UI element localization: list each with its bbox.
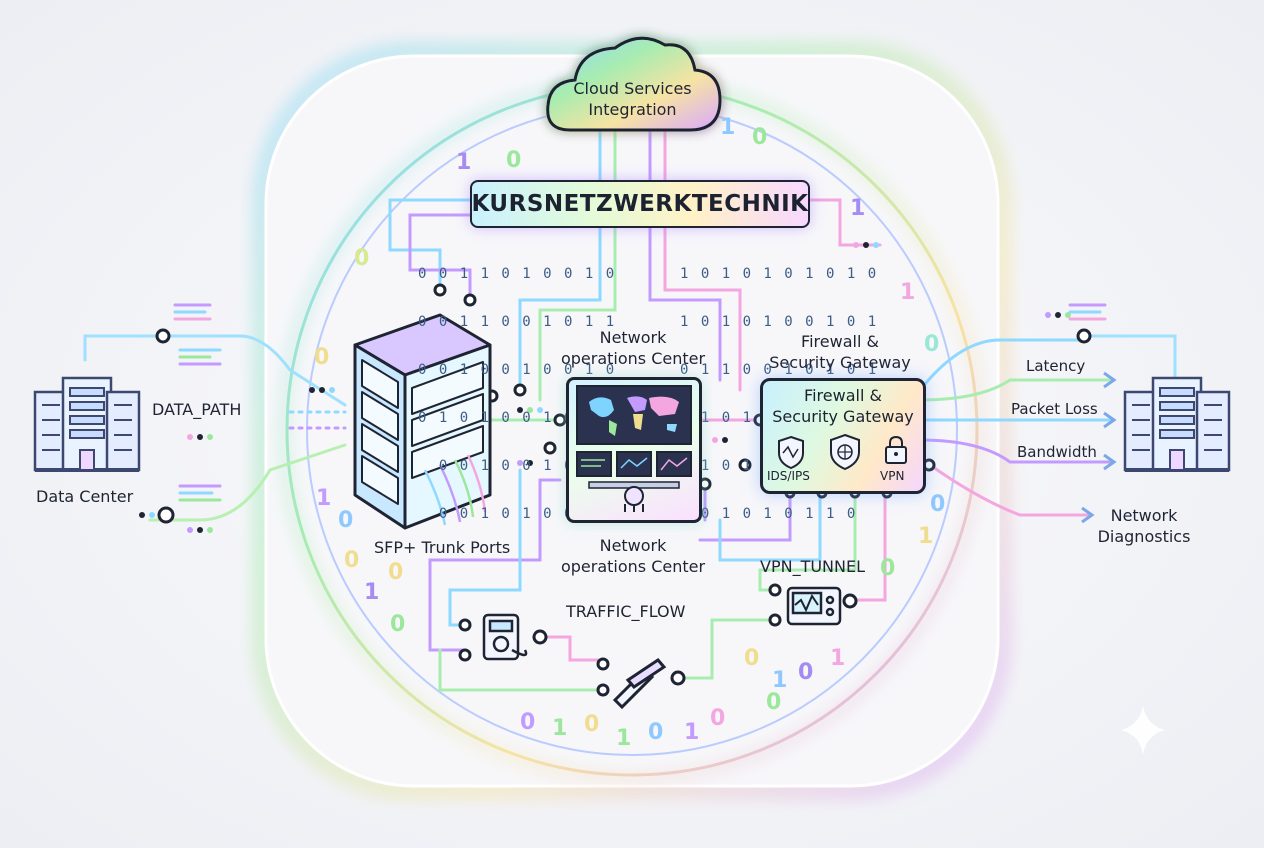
bit-1: 1 bbox=[616, 726, 632, 751]
bit-1: 1 bbox=[316, 486, 332, 511]
bandwidth-label: Bandwidth bbox=[1017, 443, 1097, 461]
security-icons bbox=[778, 433, 907, 471]
firewall-inner-title: Firewall & Security Gateway bbox=[763, 385, 923, 427]
firewall-inner-line: Security Gateway bbox=[772, 407, 914, 426]
noc-label-line: operations Center bbox=[560, 557, 706, 576]
binary-row: 0 0 1 0 0 1 0 0 1 0 bbox=[418, 362, 617, 378]
noc-top-label: Network operations Center bbox=[548, 327, 718, 369]
noc-bottom-label: Network operations Center bbox=[548, 535, 718, 577]
noc-label-line: Network bbox=[599, 536, 667, 555]
bit-0: 0 bbox=[390, 612, 406, 637]
bit-0: 0 bbox=[710, 706, 726, 731]
ids-ips-label: IDS/IPS bbox=[767, 469, 810, 483]
bit-1: 1 bbox=[364, 580, 380, 605]
network-diagnostics-label: Network Diagnostics bbox=[1084, 505, 1204, 547]
bit-1: 1 bbox=[720, 115, 736, 140]
data-dots bbox=[139, 242, 1071, 533]
bit-0: 0 bbox=[880, 556, 896, 581]
bit-1: 1 bbox=[918, 524, 934, 549]
firewall-inner-line: Firewall & bbox=[804, 386, 882, 405]
bit-0: 0 bbox=[752, 125, 768, 150]
bit-0: 0 bbox=[744, 646, 760, 671]
bit-0: 0 bbox=[766, 690, 782, 715]
bit-1: 1 bbox=[830, 646, 846, 671]
latency-label: Latency bbox=[1026, 357, 1086, 375]
bit-1: 1 bbox=[552, 716, 568, 741]
sfp-trunk-ports-label: SFP+ Trunk Ports bbox=[374, 538, 511, 557]
binary-row: 0 0 1 1 0 1 0 0 1 0 bbox=[418, 266, 617, 282]
diagnostics-line: Network bbox=[1110, 506, 1178, 525]
packet-loss-label: Packet Loss bbox=[1011, 400, 1098, 418]
multimeter-icon bbox=[482, 613, 528, 661]
bit-1: 1 bbox=[772, 668, 788, 693]
firewall-outer-label: Firewall & Security Gateway bbox=[762, 331, 918, 373]
bit-0: 0 bbox=[648, 720, 664, 745]
firewall-gateway: Firewall & Security Gateway IDS/IPS VPN bbox=[760, 378, 926, 494]
data-path-label: DATA_PATH bbox=[152, 400, 242, 419]
cloud-icon bbox=[546, 36, 722, 132]
cloud-label-line: Cloud Services bbox=[573, 79, 692, 98]
cloud-label: Cloud Services Integration bbox=[550, 78, 715, 120]
binary-row: 0 0 1 1 0 0 1 0 1 1 bbox=[418, 314, 617, 330]
metric-arrows bbox=[1081, 371, 1117, 524]
bit-0: 0 bbox=[344, 548, 360, 573]
world-map-icon bbox=[576, 385, 692, 512]
bit-0: 0 bbox=[338, 508, 354, 533]
bit-0: 0 bbox=[354, 246, 370, 271]
binary-row: 1 0 1 0 1 0 0 1 0 1 bbox=[680, 314, 879, 330]
remote-data-center-icon bbox=[1123, 376, 1231, 472]
bit-0: 0 bbox=[584, 712, 600, 737]
bit-0: 0 bbox=[506, 148, 522, 173]
noc-monitor-wall bbox=[566, 377, 702, 523]
firewall-label-line: Firewall & bbox=[801, 332, 879, 351]
vpn-label: VPN bbox=[880, 469, 905, 483]
server-rack-icon bbox=[353, 313, 492, 530]
binary-row: 0 1 0 1 0 1 1 0 bbox=[680, 506, 858, 522]
bit-0: 0 bbox=[798, 660, 814, 685]
bit-1: 1 bbox=[850, 196, 866, 221]
binary-row: 0 1 1 0 0 1 0 1 0 1 bbox=[680, 362, 879, 378]
oscilloscope-icon bbox=[786, 586, 842, 626]
bit-0: 0 bbox=[924, 332, 940, 357]
cloud-label-line: Integration bbox=[588, 100, 677, 119]
firewall-label-line: Security Gateway bbox=[769, 353, 911, 372]
noc-label-line: Network bbox=[599, 328, 667, 347]
diagram-title-text: KURSNETZWERKTECHNIK bbox=[471, 191, 809, 217]
bit-0: 0 bbox=[314, 345, 330, 370]
traffic-flow-label: TRAFFIC_FLOW bbox=[566, 602, 686, 621]
noc-label-line: operations Center bbox=[560, 349, 706, 368]
lock-icon bbox=[885, 435, 907, 464]
wire-stripper-icon bbox=[612, 658, 667, 710]
binary-row: 1 0 1 0 1 0 1 0 1 0 bbox=[680, 266, 879, 282]
bit-1: 1 bbox=[684, 720, 700, 745]
bit-1: 1 bbox=[900, 280, 916, 305]
bit-1: 1 bbox=[456, 150, 472, 175]
sparkle-icon bbox=[1121, 705, 1165, 755]
circuit-traces bbox=[83, 128, 1177, 692]
data-center-label: Data Center bbox=[36, 487, 134, 506]
bit-0: 0 bbox=[520, 710, 536, 735]
diagnostics-line: Diagnostics bbox=[1097, 527, 1191, 546]
vpn-tunnel-label: VPN_TUNNEL bbox=[760, 557, 866, 576]
data-bars bbox=[173, 303, 1107, 502]
data-center-icon bbox=[33, 376, 141, 472]
bit-0: 0 bbox=[930, 492, 946, 517]
bit-0: 0 bbox=[388, 560, 404, 585]
diagram-title: KURSNETZWERKTECHNIK bbox=[470, 180, 810, 228]
